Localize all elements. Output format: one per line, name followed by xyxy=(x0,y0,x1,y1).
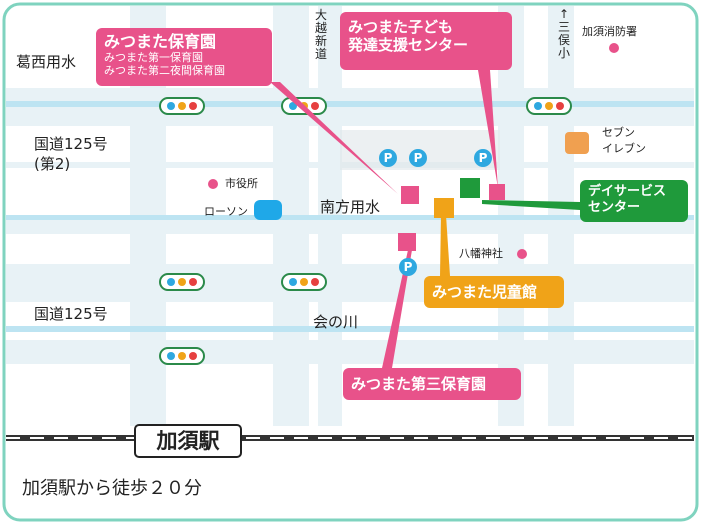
traffic-signal-5 xyxy=(281,273,327,291)
callout-nursery1: みつまた保育園 みつまた第一保育園 みつまた第二夜間保育園 xyxy=(96,28,272,86)
callout-nursery1-title: みつまた保育園 xyxy=(104,32,217,51)
marker-nursery3 xyxy=(398,233,416,251)
road-minamikata xyxy=(6,220,694,234)
leader-day-service xyxy=(482,200,580,210)
marker-dev-center xyxy=(489,184,505,200)
water-minamikata xyxy=(6,215,694,220)
parking-icon: P xyxy=(474,149,492,167)
marker-seven-eleven xyxy=(565,132,589,154)
landmark-city-hall: 市役所 xyxy=(225,177,258,190)
parking-icon: P xyxy=(379,149,397,167)
leader-nursery1 xyxy=(270,82,398,194)
landmark-lawson: ローソン xyxy=(204,205,248,218)
callout-nursery3: みつまた第三保育園 xyxy=(343,368,521,400)
water-kasai xyxy=(6,101,694,107)
road-label-minamikata: 南方用水 xyxy=(320,198,381,216)
road-ainokawa xyxy=(6,340,694,364)
marker-fire-station xyxy=(609,43,619,53)
traffic-signal-1 xyxy=(159,97,205,115)
marker-day-service xyxy=(460,178,480,198)
callout-nursery1-line2: みつまた第二夜間保育園 xyxy=(104,64,225,78)
road-label-route125: 国道125号 xyxy=(34,305,108,323)
station-kazo: 加須駅 xyxy=(134,424,242,458)
parking-icon: P xyxy=(409,149,427,167)
callout-children-hall: みつまた児童館 xyxy=(424,276,564,308)
landmark-fire-station: 加須消防署 xyxy=(582,25,637,38)
callout-day-service: デイサービス センター xyxy=(580,180,688,222)
marker-nursery1 xyxy=(401,186,419,204)
callout-nursery1-line1: みつまた第一保育園 xyxy=(104,51,203,65)
road-label-kasai: 葛西用水 xyxy=(16,53,77,71)
road-label-route125-2: 国道125号 (第2) xyxy=(34,135,108,173)
marker-shrine xyxy=(517,249,527,259)
road-label-oogoe: 大越新道 xyxy=(314,8,327,61)
leader-dev-center xyxy=(478,70,498,188)
landmark-seven-eleven: セブン イレブン xyxy=(602,126,646,155)
leader-nursery3 xyxy=(382,250,412,368)
parking-icon: P xyxy=(399,258,417,276)
traffic-signal-4 xyxy=(159,273,205,291)
marker-city-hall xyxy=(208,179,218,189)
water-ainokawa xyxy=(6,326,694,332)
marker-lawson xyxy=(254,200,282,220)
road-label-sanbou: ↑三俣小 xyxy=(557,7,570,60)
marker-children-hall xyxy=(434,198,454,218)
leader-children-hall xyxy=(440,215,450,276)
traffic-signal-6 xyxy=(159,347,205,365)
walking-time-note: 加須駅から徒歩２０分 xyxy=(22,478,202,499)
traffic-signal-3 xyxy=(526,97,572,115)
landmark-hachiman: 八幡神社 xyxy=(459,247,503,260)
road-route125 xyxy=(6,264,694,302)
callout-dev-center: みつまた子ども 発達支援センター xyxy=(340,12,512,70)
road-label-ainokawa: 会の川 xyxy=(313,313,359,331)
